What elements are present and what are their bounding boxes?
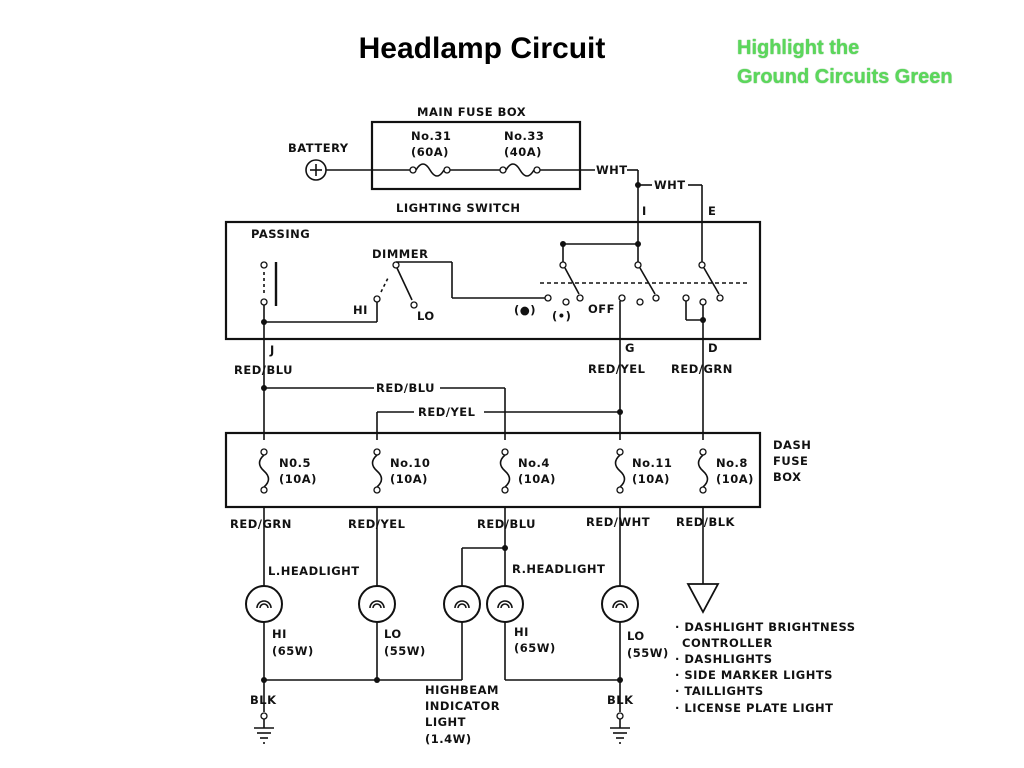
terminal-j: J bbox=[269, 343, 275, 357]
fuse-11-rating: (10A) bbox=[632, 472, 670, 486]
right-hi-bulb bbox=[486, 585, 524, 623]
terminal-d: D bbox=[708, 341, 718, 355]
load-list-item-3: · SIDE MARKER LIGHTS bbox=[675, 668, 833, 682]
left-headlight-label: L.HEADLIGHT bbox=[268, 564, 360, 578]
wht-label-1: WHT bbox=[596, 163, 628, 177]
other-loads-arrow bbox=[686, 583, 720, 614]
switch-parking-position: (•) bbox=[552, 309, 571, 323]
terminal-g: G bbox=[625, 341, 635, 355]
highbeam-indicator-label-1: HIGHBEAM bbox=[425, 683, 499, 697]
dash-fuse-box-label-1: DASH bbox=[773, 438, 811, 452]
left-blk-label: BLK bbox=[250, 693, 277, 707]
battery: BATTERY bbox=[288, 141, 349, 181]
dash-fuse-box: DASH FUSE BOX N0.5 (10A) No.10 (10A) No.… bbox=[224, 431, 811, 509]
wire-red-yel-g: RED/YEL bbox=[588, 362, 646, 376]
fuse-8-number: No.8 bbox=[716, 456, 748, 470]
fuse-4-number: No.4 bbox=[518, 456, 550, 470]
load-list-item-2: · DASHLIGHTS bbox=[675, 652, 773, 666]
wire-red-blu-bus: RED/BLU bbox=[376, 381, 435, 395]
load-list-item-1b: CONTROLLER bbox=[682, 636, 773, 650]
fuse-4-rating: (10A) bbox=[518, 472, 556, 486]
instruction-line-2: Ground Circuits Green bbox=[737, 66, 953, 88]
wire-red-blu-out: RED/BLU bbox=[477, 517, 536, 531]
dimmer-hi-label: HI bbox=[353, 303, 368, 317]
switch-off-position: OFF bbox=[588, 302, 615, 316]
dimmer-lo-label: LO bbox=[417, 309, 435, 323]
wire-red-wht-out: RED/WHT bbox=[586, 515, 650, 529]
load-list-item-1: · DASHLIGHT BRIGHTNESS bbox=[675, 620, 856, 634]
instruction-line-1: Highlight the bbox=[737, 37, 860, 59]
wire-red-grn-d: RED/GRN bbox=[671, 362, 733, 376]
fuse-31-number: No.31 bbox=[411, 129, 451, 143]
main-fuse-box-label: MAIN FUSE BOX bbox=[417, 105, 526, 119]
fuse-11-number: No.11 bbox=[632, 456, 672, 470]
right-ground: BLK bbox=[607, 693, 634, 744]
dimmer-label: DIMMER bbox=[372, 247, 428, 261]
right-lo-wattage: (55W) bbox=[627, 646, 669, 660]
left-lo-label: LO bbox=[384, 627, 402, 641]
right-lo-bulb bbox=[601, 585, 639, 623]
right-hi-label: HI bbox=[514, 625, 529, 639]
right-lo-label: LO bbox=[627, 629, 645, 643]
highbeam-indicator-label-3: LIGHT bbox=[425, 715, 466, 729]
passing-label: PASSING bbox=[251, 227, 310, 241]
fuse-8-rating: (10A) bbox=[716, 472, 754, 486]
left-hi-bulb bbox=[245, 585, 283, 623]
left-hi-wattage: (65W) bbox=[272, 644, 314, 658]
fuse-33-rating: (40A) bbox=[504, 145, 542, 159]
page-title: Headlamp Circuit bbox=[358, 32, 606, 65]
right-hi-wattage: (65W) bbox=[514, 641, 556, 655]
left-hi-label: HI bbox=[272, 627, 287, 641]
load-list-item-4: · TAILLIGHTS bbox=[675, 684, 764, 698]
fuse-5-rating: (10A) bbox=[279, 472, 317, 486]
dash-fuse-box-label-2: FUSE bbox=[773, 454, 808, 468]
headlight-wiring: L.HEADLIGHT R.HEADLIGHT HI (65W) LO (55W… bbox=[245, 507, 704, 712]
fuse-10-number: No.10 bbox=[390, 456, 430, 470]
wire-red-blk-out: RED/BLK bbox=[676, 515, 736, 529]
fuse-5-number: N0.5 bbox=[279, 456, 311, 470]
terminal-i: I bbox=[642, 204, 647, 218]
terminal-e: E bbox=[708, 204, 716, 218]
load-list-item-5: · LICENSE PLATE LIGHT bbox=[675, 701, 834, 715]
dash-fuse-box-label-3: BOX bbox=[773, 470, 802, 484]
wire-red-yel-bus: RED/YEL bbox=[418, 405, 476, 419]
main-fuse-line: WHT WHT I E bbox=[326, 163, 716, 262]
fuse-33-number: No.33 bbox=[504, 129, 544, 143]
highbeam-indicator-bulb bbox=[443, 585, 481, 623]
lighting-switch: LIGHTING SWITCH PASSING DIMMER HI LO (●)… bbox=[224, 201, 762, 341]
switch-to-dash-wiring: RED/BLU RED/YEL bbox=[261, 322, 704, 440]
lighting-switch-label: LIGHTING SWITCH bbox=[396, 201, 521, 215]
wht-label-2: WHT bbox=[654, 178, 686, 192]
right-blk-label: BLK bbox=[607, 693, 634, 707]
highbeam-indicator-label-2: INDICATOR bbox=[425, 699, 500, 713]
left-lo-bulb bbox=[358, 585, 396, 623]
left-ground: BLK bbox=[250, 693, 277, 744]
wire-red-grn-out: RED/GRN bbox=[230, 517, 292, 531]
battery-label: BATTERY bbox=[288, 141, 349, 155]
fuse-31-rating: (60A) bbox=[411, 145, 449, 159]
right-headlight-label: R.HEADLIGHT bbox=[512, 562, 605, 576]
instruction-note: Highlight the Ground Circuits Green bbox=[737, 34, 1022, 92]
highbeam-indicator-wattage: (1.4W) bbox=[425, 732, 472, 746]
fuse-10-rating: (10A) bbox=[390, 472, 428, 486]
main-fuse-box: MAIN FUSE BOX No.31 (60A) No.33 (40A) bbox=[370, 105, 582, 191]
left-lo-wattage: (55W) bbox=[384, 644, 426, 658]
switch-headlight-position: (●) bbox=[514, 303, 536, 317]
